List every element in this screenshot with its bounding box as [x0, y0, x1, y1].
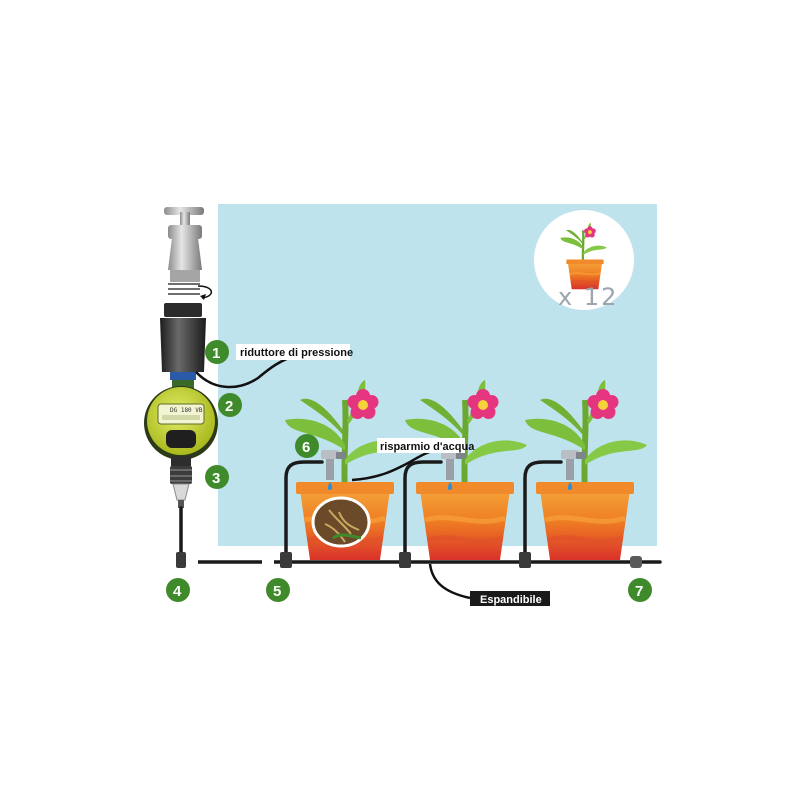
step-badge-7: 7	[628, 578, 652, 602]
timer-model-text: DG 180 VB	[170, 407, 203, 414]
badge-number: 7	[635, 583, 643, 600]
root-detail-icon	[311, 496, 371, 548]
supply-tubing	[179, 460, 662, 564]
expandable-callout	[428, 563, 471, 600]
multiplier-badge: x 12	[534, 210, 634, 311]
badge-number: 4	[173, 583, 182, 600]
tap-icon	[164, 207, 212, 300]
tee-fitting	[519, 552, 531, 568]
step-badge-4: 4	[166, 578, 190, 602]
pressure-reducer-label-box	[236, 344, 350, 360]
expandable-label: Espandibile	[480, 594, 542, 606]
step-badge-5: 5	[266, 578, 290, 602]
filter-adapter-icon	[170, 466, 192, 508]
step-badge-3: 3	[205, 465, 229, 489]
tee-fittings	[176, 552, 642, 568]
step-badge-1: 1	[205, 340, 229, 364]
plant-pot-1	[285, 380, 407, 560]
badge-number: 1	[212, 345, 220, 362]
tee-fitting	[399, 552, 411, 568]
end-plug	[630, 556, 642, 568]
pressure-reducer-callout	[195, 352, 301, 389]
badge-number: 3	[212, 470, 220, 487]
water-saving-label-box	[377, 438, 465, 453]
water-saving-label: risparmio d'acqua	[380, 441, 475, 453]
pressure-reducer-icon	[160, 303, 206, 380]
pressure-reducer-label: riduttore di pressione	[240, 347, 353, 359]
tee-fitting	[280, 552, 292, 568]
badge-number: 2	[225, 398, 233, 415]
badge-number: 6	[302, 439, 310, 456]
timer-icon: DG 180 VB	[144, 380, 218, 466]
tee-fitting	[176, 552, 186, 568]
step-badge-6: 6	[295, 434, 319, 458]
badge-number: 5	[273, 583, 281, 600]
step-badge-2: 2	[218, 393, 242, 417]
expandable-label-box	[470, 591, 550, 606]
multiplier-text: x 12	[558, 283, 618, 311]
